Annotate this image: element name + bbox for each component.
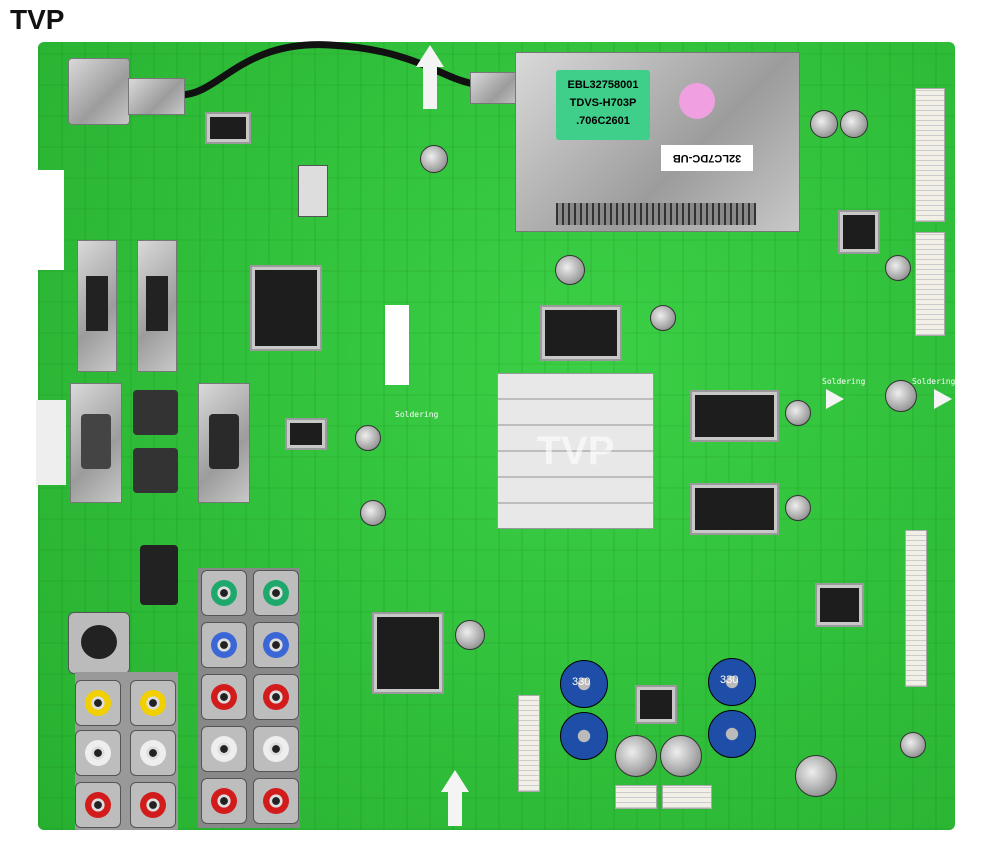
capacitor: [420, 145, 448, 173]
side-connector: [36, 400, 66, 485]
tuner-model: TDVS-H703P: [569, 97, 637, 109]
small-chip: [838, 210, 880, 254]
watermark: TVP: [10, 4, 65, 35]
capacitor: [615, 735, 657, 777]
hdmi-port-2: [137, 240, 177, 372]
silkscreen-soldering: Soldering: [912, 377, 956, 386]
vga-port: [198, 383, 250, 503]
tuner-module: EBL32758001 TDVS-H703P .706C2601 32LC7DC…: [515, 52, 800, 232]
rca-white-jack: [253, 726, 299, 772]
rca-green-jack: [253, 570, 299, 616]
rca-white-jack: [130, 730, 176, 776]
capacitor: [785, 495, 811, 521]
hdmi-port-1: [77, 240, 117, 372]
power-connector: [662, 785, 712, 809]
usb-port: [298, 165, 328, 217]
rca-red-jack: [201, 674, 247, 720]
rca-green-jack: [201, 570, 247, 616]
capacitor: [455, 620, 485, 650]
memory-chip-2: [690, 483, 779, 535]
capacitor: [885, 255, 911, 281]
capacitor: [650, 305, 676, 331]
rca-red-jack: [253, 674, 299, 720]
power-connector: [615, 785, 657, 809]
flash-chip: [540, 305, 622, 361]
capacitor-value: 330: [720, 674, 739, 686]
model-sticker: 32LC7DC-UB: [661, 145, 753, 171]
capacitor: [840, 110, 868, 138]
silkscreen-soldering: Soldering: [822, 377, 866, 386]
small-chip: [205, 112, 251, 144]
ribbon-connector: [915, 232, 945, 336]
capacitor: [355, 425, 381, 451]
arrow-up-marker: [441, 770, 469, 826]
capacitor: [660, 735, 702, 777]
rca-yellow-jack: [130, 680, 176, 726]
coax-connector: [68, 58, 130, 125]
rca-red-jack: [75, 782, 121, 828]
small-chip: [635, 685, 677, 724]
coax-connector-body: [128, 78, 185, 115]
rca-blue-jack: [253, 622, 299, 668]
capacitor: [360, 500, 386, 526]
capacitor: [560, 660, 608, 708]
capacitor: [560, 712, 608, 760]
ribbon-connector: [915, 88, 945, 222]
barcode-sticker: [385, 305, 409, 385]
serial-port: [70, 383, 122, 503]
capacitor: [785, 400, 811, 426]
capacitor: [708, 658, 756, 706]
circuit-board: [38, 42, 955, 830]
rca-red-jack: [201, 778, 247, 824]
ribbon-connector: [518, 695, 540, 792]
small-chip: [815, 583, 864, 627]
optical-audio-port: [140, 545, 178, 605]
capacitor-value: 330: [572, 676, 591, 688]
rca-yellow-jack: [75, 680, 121, 726]
heatsink: TVP: [497, 373, 654, 529]
audio-jack: [133, 390, 178, 435]
capacitor: [810, 110, 838, 138]
main-processor-chip: [250, 265, 322, 351]
barcode-sticker: [36, 170, 64, 270]
rca-white-jack: [201, 726, 247, 772]
arrow-right-marker: [826, 389, 844, 409]
rca-red-jack: [130, 782, 176, 828]
silkscreen-soldering: Soldering: [395, 410, 439, 419]
center-watermark: TVP: [536, 428, 615, 473]
tuner-label: EBL32758001 TDVS-H703P .706C2601: [556, 70, 650, 140]
tuner-pins: [556, 203, 756, 225]
capacitor: [708, 710, 756, 758]
audio-processor-chip: [372, 612, 444, 694]
rca-blue-jack: [201, 622, 247, 668]
arrow-right-marker: [934, 389, 952, 409]
tuner-part-number: EBL32758001: [567, 79, 639, 91]
rca-white-jack: [75, 730, 121, 776]
audio-jack: [133, 448, 178, 493]
tuner-code: .706C2601: [576, 115, 630, 127]
capacitor: [555, 255, 585, 285]
capacitor: [885, 380, 917, 412]
rca-red-jack: [253, 778, 299, 824]
s-video-port: [68, 612, 130, 674]
small-chip: [285, 418, 327, 450]
pink-dot-sticker: [679, 83, 715, 119]
capacitor: [900, 732, 926, 758]
arrow-up-marker: [416, 45, 444, 109]
memory-chip-1: [690, 390, 779, 442]
lvds-connector: [905, 530, 927, 687]
capacitor: [795, 755, 837, 797]
